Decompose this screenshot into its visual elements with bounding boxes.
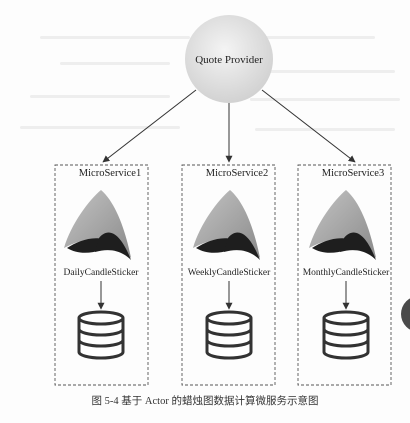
database-icon [77, 310, 125, 360]
akka-logo-icon [193, 190, 260, 260]
component-label: MonthlyCandleSticker [303, 268, 390, 278]
background-text-line [255, 36, 375, 39]
figure-caption: 图 5-4 基于 Actor 的蜡烛图数据计算微服务示意图 [91, 396, 319, 407]
akka-logo-icon [64, 190, 131, 260]
background-text-line [30, 95, 170, 98]
database-icon [205, 310, 253, 360]
microservice-box-1: MicroService1 DailyCandleSticker [54, 164, 149, 386]
quote-provider-label: Quote Provider [195, 54, 263, 66]
page-edge-button [401, 296, 410, 332]
microservice-title: MicroService1 [79, 168, 141, 179]
arrow-to-microservice3 [261, 89, 356, 163]
microservice-title: MicroService2 [206, 168, 268, 179]
background-text-line [20, 126, 180, 129]
background-text-line [40, 36, 190, 39]
microservice-title: MicroService3 [322, 168, 384, 179]
arrow-to-microservice1 [102, 89, 197, 163]
component-label: DailyCandleSticker [64, 268, 140, 278]
background-text-line [265, 70, 395, 73]
quote-provider-node [185, 15, 273, 103]
akka-logo-icon [309, 190, 376, 260]
microservice-box-3: MicroService3 MonthlyCandleSticker [297, 164, 392, 386]
background-text-line [250, 98, 400, 101]
microservice-box-2: MicroService2 WeeklyCandleSticker [181, 164, 276, 386]
component-label: WeeklyCandleSticker [188, 268, 271, 278]
background-text-line [60, 62, 170, 65]
database-icon [322, 310, 370, 360]
background-text-line [255, 128, 395, 131]
